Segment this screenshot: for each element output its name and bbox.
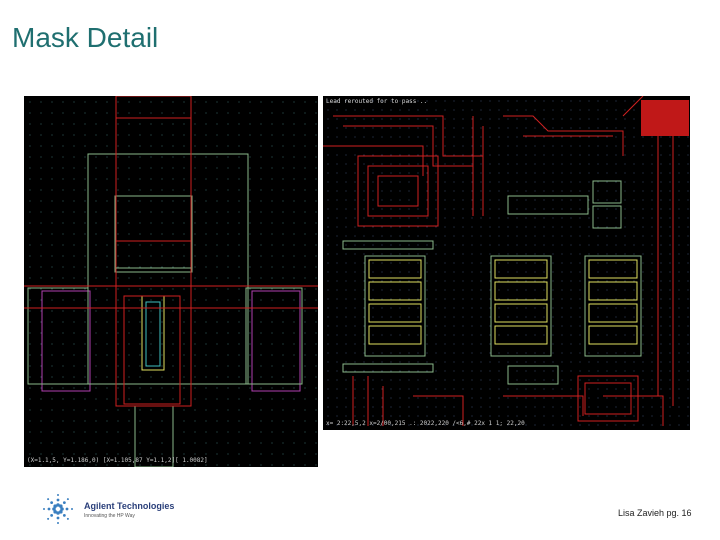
logo-tagline: Innovating the HP Way [84,513,135,519]
red-bond-pad [641,100,689,136]
mask-layout-left-drawing [24,96,318,467]
yellow-gate [141,295,165,371]
red-center-column [115,117,192,269]
right-pad-outline [251,290,301,392]
right-component-stack [584,255,642,357]
slide-title: Mask Detail [12,22,159,53]
mask-layout-right-drawing [323,96,689,426]
layout-grid-dots [29,101,317,466]
mask-layout-zoomed-view: (X=1.1,5, Y=1.186,0) [X=1.105,87 Y=1.1,2… [24,96,318,467]
upper-green-square [114,195,193,273]
left-coordinate-readout: (X=1.1,5, Y=1.186,0) [X=1.105,87 Y=1.1,2… [27,457,208,464]
red-top-tab [115,96,192,119]
inductor-spiral-bottom [577,375,639,422]
left-green-box [27,287,89,385]
small-component-boxes [342,180,622,385]
agilent-logo: Agilent Technologies Innovating the HP W… [40,492,174,526]
center-green-outline [87,153,249,385]
spark-icon [43,494,73,524]
red-inner-box [123,295,181,405]
right-coordinate-readout: x= 2:22,5,2 x=2/00,215 .: 2022,220 /<6,#… [326,420,525,427]
inductor-spiral-left [357,155,439,227]
layout-header-note: Lead rerouted for to pass .. [326,98,428,105]
center-component-stack [490,255,552,357]
mask-layout-overview: Lead rerouted for to pass .. x= 2:22,5,2… [323,96,690,430]
cyan-gate [145,301,161,367]
right-green-box [245,287,303,385]
slide-footer: Lisa Zavieh pg. 16 [618,508,692,518]
left-pad-outline [41,290,91,392]
left-component-stack [364,255,426,357]
logo-company-name: Agilent Technologies [84,501,175,511]
